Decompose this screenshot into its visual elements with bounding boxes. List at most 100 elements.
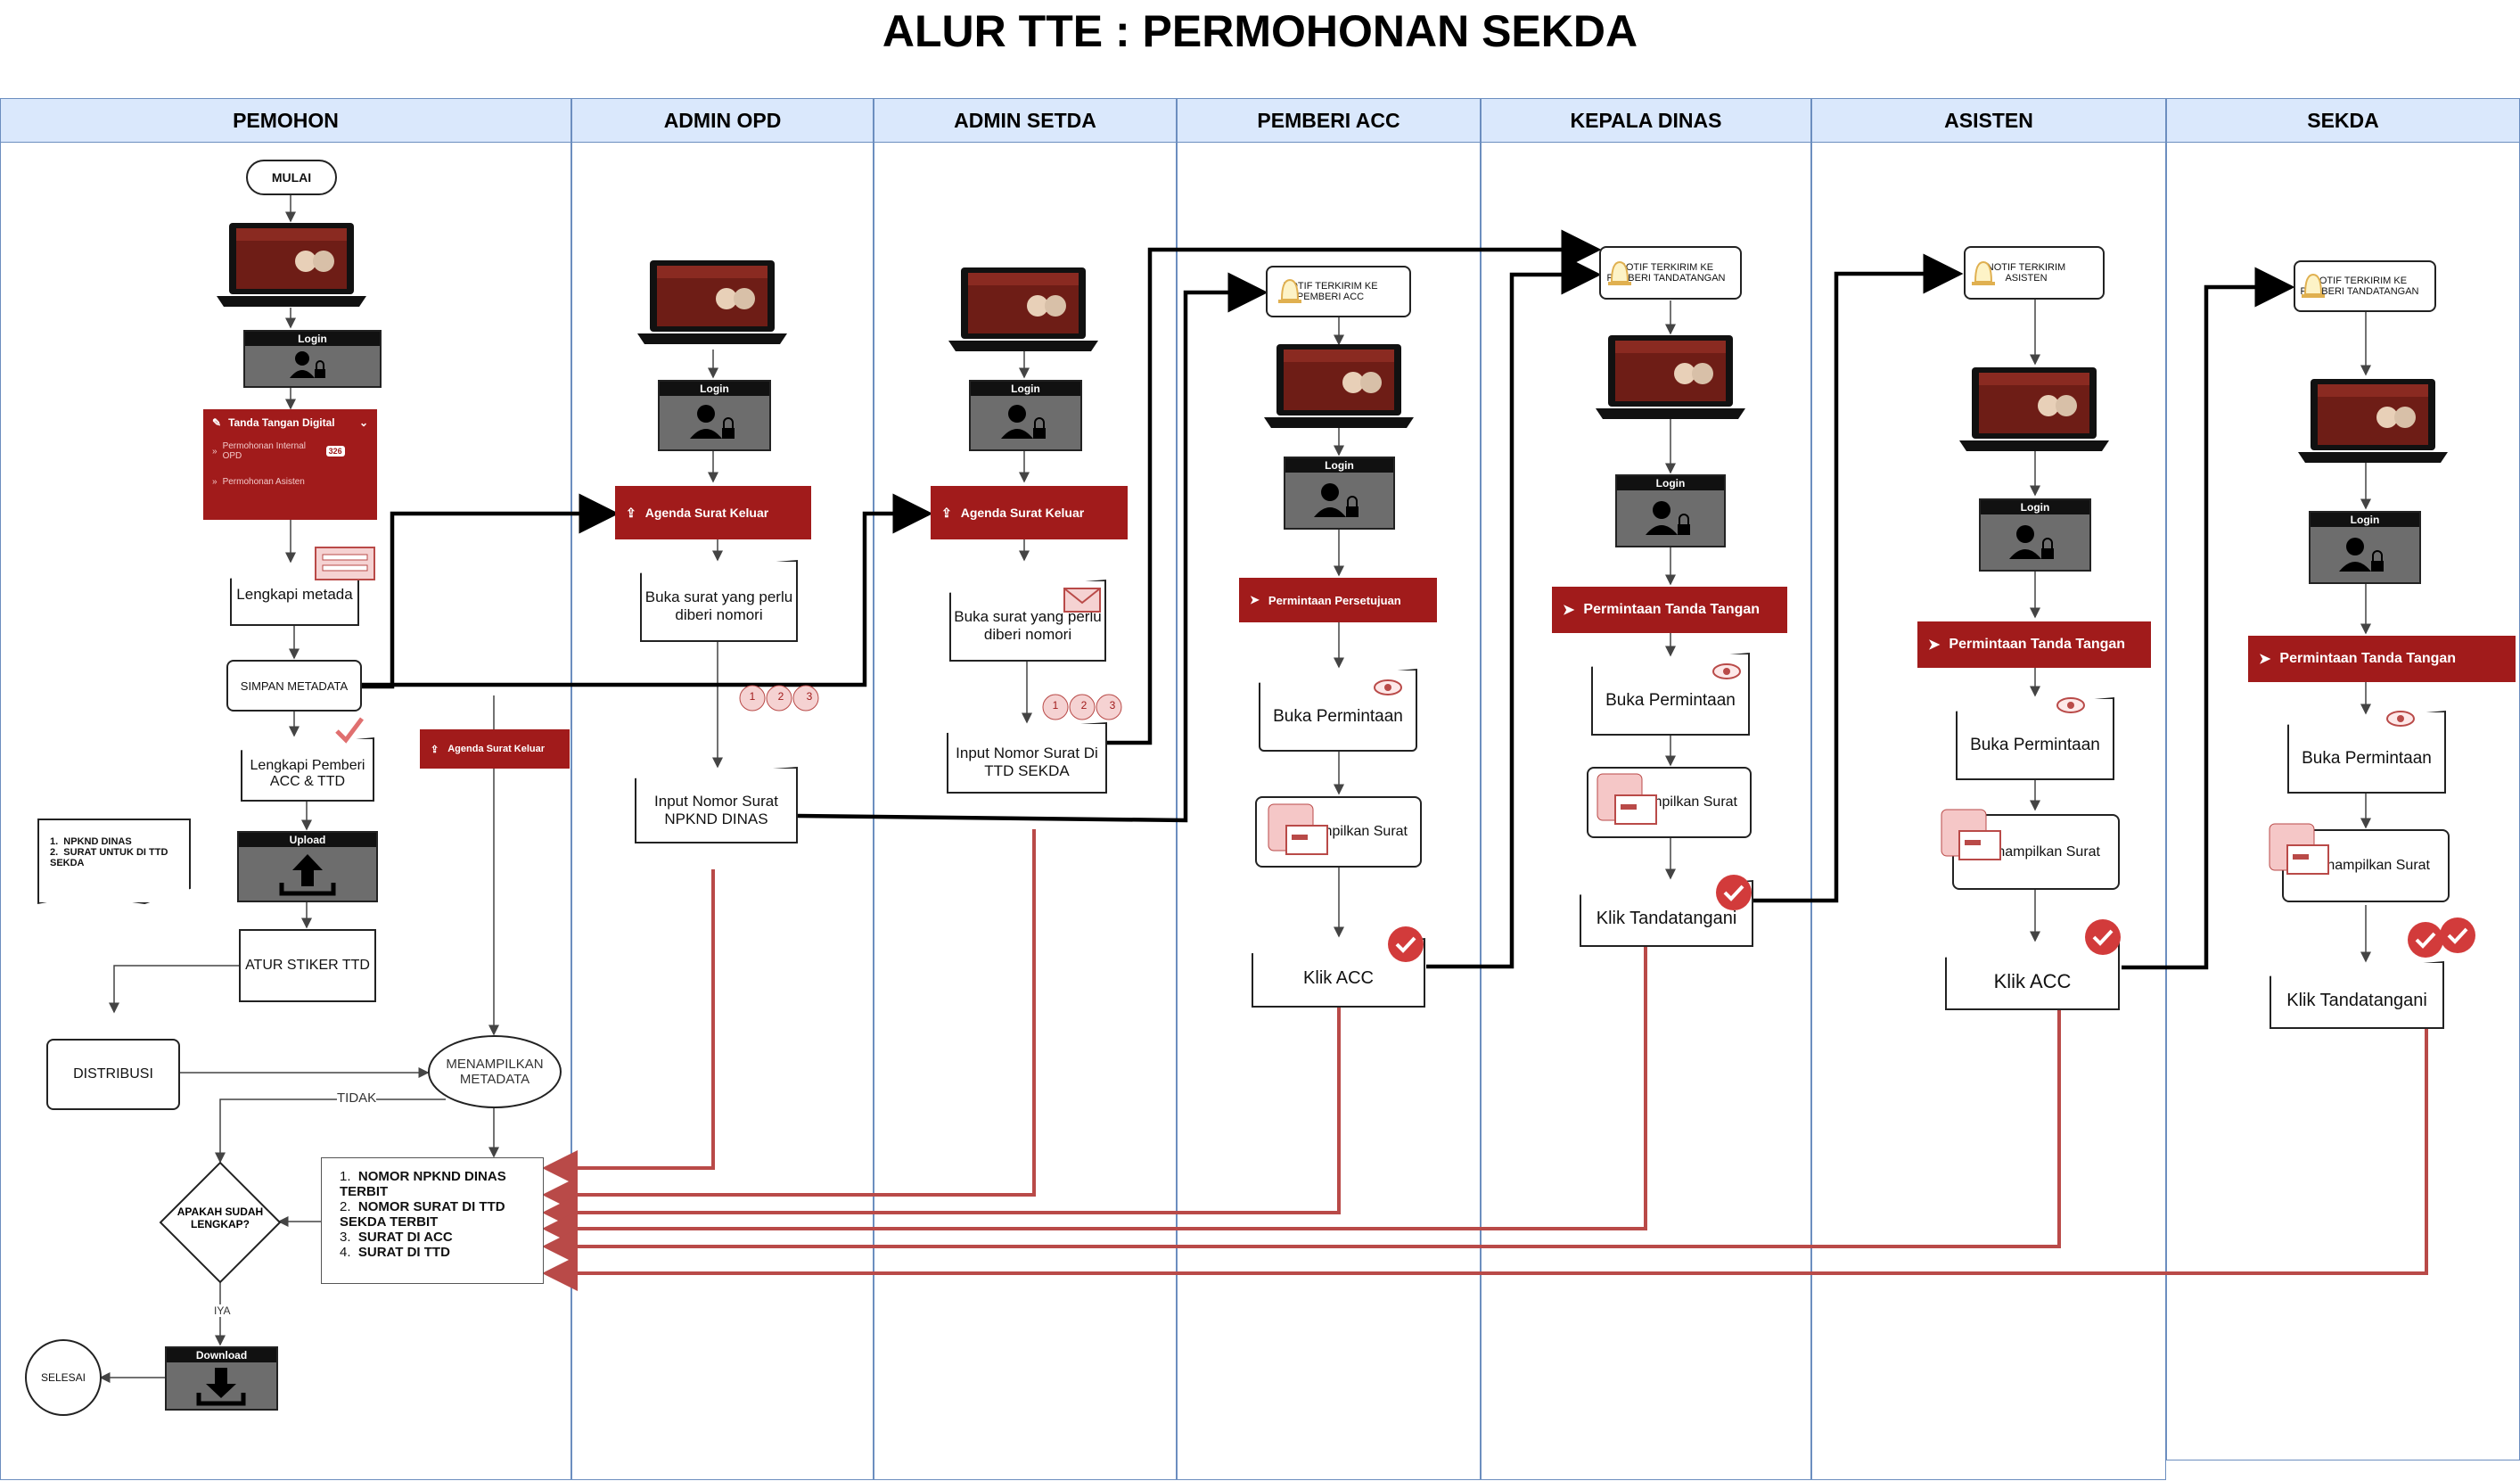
distribusi-step: DISTRIBUSI bbox=[46, 1039, 180, 1110]
envelope-icon bbox=[1061, 580, 1104, 615]
permintaan-persetujuan-button[interactable]: ➤Permintaan Persetujuan bbox=[1239, 578, 1437, 622]
upload-tray-icon: ⇪ bbox=[941, 505, 952, 520]
decision-diamond bbox=[159, 1161, 282, 1284]
steps-icon bbox=[1041, 692, 1127, 722]
scroll-document-icon bbox=[2262, 819, 2334, 881]
count-badge: 326 bbox=[325, 446, 345, 457]
lane-header-pemberi-acc: PEMBERI ACC bbox=[1177, 98, 1481, 143]
login-label: Login bbox=[971, 382, 1080, 396]
login-screen[interactable]: Login bbox=[969, 380, 1082, 451]
permintaan-tanda-tangan-sekda[interactable]: ➤Permintaan Tanda Tangan bbox=[2248, 636, 2516, 682]
form-icon bbox=[314, 546, 376, 581]
login-label: Login bbox=[660, 382, 769, 396]
agenda-surat-keluar-admin-setda[interactable]: ⇪Agenda Surat Keluar bbox=[931, 486, 1128, 539]
eye-icon bbox=[2056, 695, 2086, 715]
menampilkan-metadata-display: MENAMPILKAN METADATA bbox=[428, 1035, 562, 1108]
input-nomor-setda-step: Input Nomor Surat Di TTD SEKDA bbox=[947, 722, 1107, 794]
bell-icon bbox=[1275, 275, 1305, 309]
agenda-surat-keluar-admin-opd[interactable]: ⇪Agenda Surat Keluar bbox=[615, 486, 811, 539]
eye-icon bbox=[1373, 678, 1403, 697]
lane-header-admin-opd: ADMIN OPD bbox=[571, 98, 874, 143]
laptop-icon bbox=[1264, 342, 1414, 430]
login-screen[interactable]: Login bbox=[1284, 457, 1395, 530]
check-circle-icon bbox=[2407, 921, 2444, 959]
scroll-document-icon bbox=[1261, 799, 1333, 861]
user-lock-icon bbox=[2339, 538, 2384, 572]
end-terminal: SELESAI bbox=[25, 1339, 102, 1416]
lane-header-admin-setda: ADMIN SETDA bbox=[874, 98, 1177, 143]
panel-item-asisten[interactable]: »Permohonan Asisten bbox=[212, 477, 305, 487]
upload-button[interactable]: Upload bbox=[237, 831, 378, 902]
eye-icon bbox=[2385, 709, 2416, 728]
buka-permintaan-sekda: Buka Permintaan bbox=[2287, 711, 2446, 794]
login-label: Login bbox=[1617, 476, 1724, 490]
check-circle-icon bbox=[2084, 918, 2122, 956]
upload-label: Upload bbox=[239, 833, 376, 847]
agenda-surat-keluar-pemohon[interactable]: ⇪Agenda Surat Keluar bbox=[420, 729, 570, 769]
lane-header-pemohon: PEMOHON bbox=[0, 98, 571, 143]
notif-kepala-dinas: NOTIF TERKIRIM KE PEMBERI TANDATANGAN bbox=[1599, 246, 1742, 300]
buka-surat-step-opd: Buka surat yang perlu diberi nomori bbox=[640, 560, 798, 642]
download-icon bbox=[196, 1368, 246, 1406]
tag-icon: ➤ bbox=[2259, 652, 2271, 667]
permintaan-tanda-tangan-kepala-dinas[interactable]: ➤Permintaan Tanda Tangan bbox=[1552, 587, 1787, 633]
tag-icon: ➤ bbox=[1563, 603, 1575, 618]
user-lock-icon bbox=[1001, 405, 1046, 439]
user-lock-icon bbox=[1314, 483, 1359, 517]
login-screen[interactable]: Login bbox=[2309, 511, 2421, 584]
user-lock-icon bbox=[290, 351, 325, 378]
lane-pemberi-acc bbox=[1177, 143, 1481, 1480]
user-lock-icon bbox=[2009, 525, 2054, 559]
tidak-label: TIDAK bbox=[337, 1090, 377, 1106]
start-terminal: MULAI bbox=[246, 160, 337, 195]
laptop-icon bbox=[1959, 366, 2109, 453]
lane-header-kepala-dinas: KEPALA DINAS bbox=[1481, 98, 1811, 143]
result-list: 1. NOMOR NPKND DINAS TERBIT 2. NOMOR SUR… bbox=[321, 1157, 544, 1284]
check-circle-icon bbox=[1715, 874, 1753, 911]
login-label: Login bbox=[1285, 458, 1393, 473]
check-circle-icon bbox=[2439, 917, 2476, 954]
permintaan-tanda-tangan-asisten[interactable]: ➤Permintaan Tanda Tangan bbox=[1917, 621, 2151, 668]
login-screen[interactable]: Login bbox=[658, 380, 771, 451]
laptop-icon bbox=[948, 266, 1098, 353]
klik-acc-asisten[interactable]: Klik ACC bbox=[1945, 942, 2120, 1010]
tag-icon: ➤ bbox=[1250, 593, 1260, 606]
iya-label: IYA bbox=[214, 1304, 231, 1317]
login-screen[interactable]: Login bbox=[243, 330, 382, 388]
scroll-document-icon bbox=[1934, 804, 2006, 867]
upload-icon bbox=[279, 854, 336, 896]
check-badge-icon bbox=[332, 713, 367, 749]
laptop-icon bbox=[637, 259, 787, 346]
laptop-icon bbox=[217, 221, 366, 309]
check-circle-icon bbox=[1387, 926, 1424, 963]
simpan-metadata-step: SIMPAN METADATA bbox=[226, 660, 362, 712]
tte-menu-panel[interactable]: ✎Tanda Tangan Digital⌄ »Permohonan Inter… bbox=[203, 409, 377, 520]
document-list: 1. NPKND DINAS 2. SURAT UNTUK DI TTD SEK… bbox=[37, 819, 191, 904]
download-button[interactable]: Download bbox=[165, 1346, 278, 1411]
eye-icon bbox=[1711, 662, 1742, 681]
login-screen[interactable]: Login bbox=[1615, 474, 1726, 547]
lane-header-asisten: ASISTEN bbox=[1811, 98, 2166, 143]
bell-icon bbox=[2298, 269, 2328, 303]
bell-icon bbox=[1968, 257, 1999, 291]
login-screen[interactable]: Login bbox=[1979, 498, 2091, 572]
pen-icon: ✎ bbox=[212, 416, 222, 429]
user-lock-icon bbox=[1646, 501, 1690, 535]
tag-icon: ➤ bbox=[1928, 638, 1941, 653]
laptop-icon bbox=[2298, 377, 2448, 465]
upload-tray-icon: ⇪ bbox=[431, 744, 439, 755]
download-label: Download bbox=[167, 1348, 276, 1362]
atur-stiker-step: ATUR STIKER TTD bbox=[239, 929, 376, 1002]
scroll-document-icon bbox=[1590, 769, 1662, 831]
login-label: Login bbox=[1981, 500, 2089, 514]
lane-kepala-dinas bbox=[1481, 143, 1811, 1480]
laptop-icon bbox=[1596, 333, 1745, 421]
input-nomor-opd-step: Input Nomor Surat NPKND DINAS bbox=[635, 767, 798, 843]
user-lock-icon bbox=[690, 405, 735, 439]
lane-admin-opd bbox=[571, 143, 874, 1480]
chevron-down-icon: ⌄ bbox=[358, 416, 368, 429]
